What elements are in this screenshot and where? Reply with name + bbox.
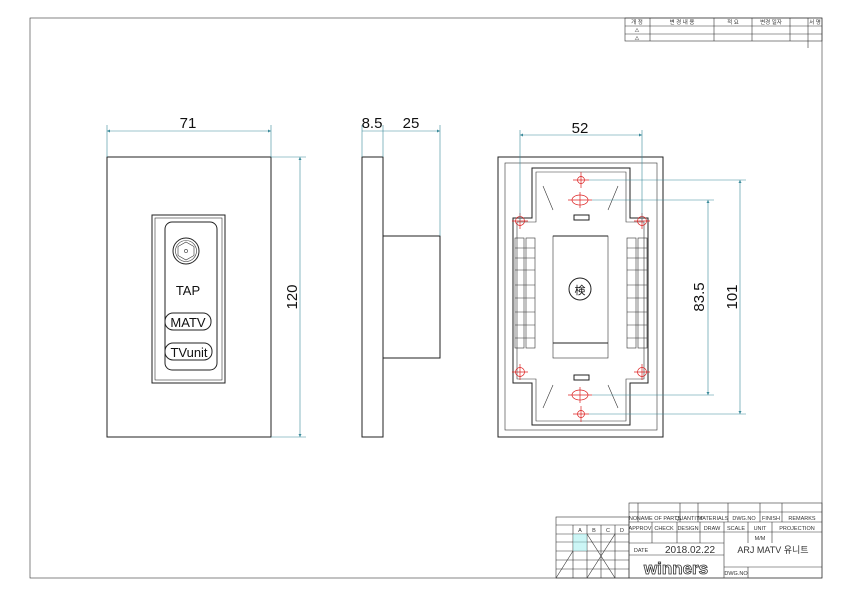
company-logo: winners xyxy=(643,559,708,578)
screw-pitch-dimension: 101 xyxy=(724,284,741,309)
th-name: NAME OF PARTS xyxy=(637,516,682,522)
approv-label: APPROV xyxy=(629,526,652,532)
th-no: NO xyxy=(629,516,638,522)
hole-pitch-dimension: 83.5 xyxy=(691,282,708,311)
th-remarks: REMARKS xyxy=(788,516,816,522)
th-materials: MATERIALS xyxy=(698,516,729,522)
th-finish: FINISH xyxy=(762,516,780,522)
plate-thickness-dimension: 8.5 xyxy=(362,115,383,132)
sheet-border xyxy=(29,17,823,579)
draw-label: DRAW xyxy=(704,526,721,532)
hole-width-dimension: 52 xyxy=(572,120,589,137)
th-qty: QUANTITY xyxy=(675,516,703,522)
scale-label: SCALE xyxy=(727,526,745,532)
revision-triangle-icon: ⚠ xyxy=(635,27,641,34)
width-dimension: 71 xyxy=(180,115,197,132)
tolerance-col: A xyxy=(578,528,582,534)
height-dimension: 120 xyxy=(284,284,301,309)
tvunit-badge: TVunit xyxy=(170,345,207,360)
tolerance-table: A B C D xyxy=(555,516,630,579)
rev-header: 서 명 xyxy=(809,18,821,26)
unit-label: UNIT xyxy=(754,526,767,532)
tolerance-col: C xyxy=(606,528,610,534)
tolerance-col: D xyxy=(620,528,624,534)
projection-label: PROJECTION xyxy=(779,526,814,532)
tap-label: TAP xyxy=(176,283,200,298)
revision-triangle-icon: ⚠ xyxy=(635,35,641,42)
depth-dimension: 25 xyxy=(403,115,420,132)
tolerance-col: B xyxy=(592,528,596,534)
mounting-holes xyxy=(512,172,650,422)
rev-header: 적 요 xyxy=(727,19,739,26)
unit-value: M/M xyxy=(755,536,766,542)
rev-header: 변 경 내 용 xyxy=(670,18,695,26)
revision-table: 개 정 변 경 내 용 적 요 변경 일자 서 명 ⚠ ⚠ xyxy=(624,17,823,48)
dwg-no-label: DWG.NO xyxy=(724,571,748,577)
date-label: DATE xyxy=(634,548,649,554)
side-view: 8.5 25 xyxy=(361,115,441,438)
matv-badge: MATV xyxy=(170,315,205,330)
rev-header: 변경 일자 xyxy=(760,18,782,26)
title-block: NO NAME OF PARTS QUANTITY MATERIALS DWG.… xyxy=(629,502,823,578)
rev-header: 개 정 xyxy=(631,18,643,26)
back-view: 検 52 83.5 101 xyxy=(497,120,746,438)
drawing-title: ARJ MATV 유니트 xyxy=(737,545,808,555)
front-view: TAP MATV TVunit 71 120 xyxy=(106,115,306,438)
date-value: 2018.02.22 xyxy=(665,545,715,556)
check-label: CHECK xyxy=(654,526,674,532)
th-dwgno: DWG.NO xyxy=(732,516,756,522)
design-label: DESIGN xyxy=(677,526,698,532)
inspection-mark: 検 xyxy=(575,283,586,297)
coax-connector-icon xyxy=(172,237,200,265)
